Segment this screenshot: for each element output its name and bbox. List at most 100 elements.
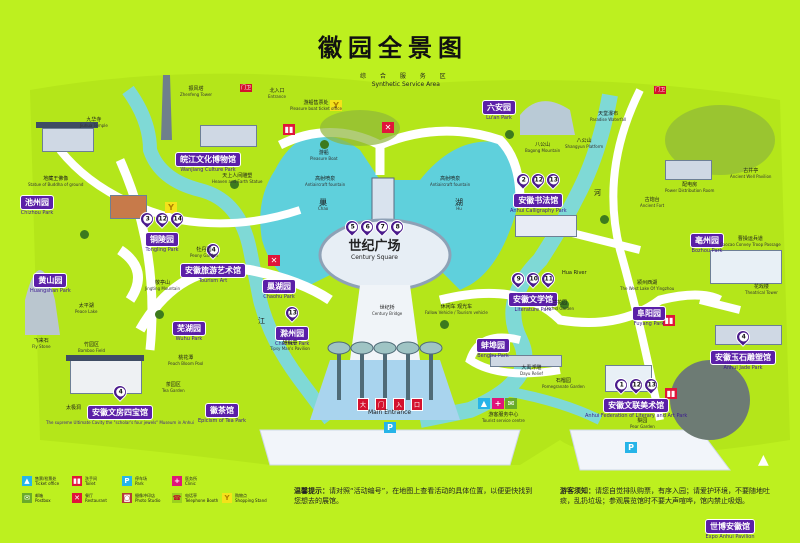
power-room-building xyxy=(665,160,712,180)
century-square[interactable]: 5 6 7 8 世纪广场 Century Square xyxy=(342,217,407,261)
clinic-icon[interactable]: + xyxy=(492,398,504,409)
event-pin[interactable]: 13 xyxy=(641,375,662,395)
toilet-icon[interactable]: ▮▮ xyxy=(283,124,295,135)
river-left xyxy=(122,85,336,425)
wanjiang-museum-building xyxy=(200,125,257,147)
map-title: 徽园全景图 xyxy=(318,33,468,62)
rules-text: 请您自觉排队购票，有序入园；请爱护环境，不要随地吐痰，乱扔垃圾；参观展览馆时不要… xyxy=(560,487,770,505)
event-pin[interactable]: 8 xyxy=(387,217,407,237)
century-square-en: Century Square xyxy=(351,254,398,261)
shopping-icon: Y xyxy=(222,493,232,503)
ticket-icon[interactable]: ▲ xyxy=(478,398,490,409)
landmark-taiji-cave[interactable]: 太极洞 xyxy=(66,405,82,411)
event-pin[interactable]: 11 xyxy=(538,269,558,289)
event-pin[interactable]: 4 xyxy=(110,382,130,402)
entrance-char: 大 xyxy=(357,398,370,411)
parking-icon[interactable]: P xyxy=(625,442,637,453)
event-pin[interactable]: 13 xyxy=(282,303,303,323)
telephone-icon: ☎ xyxy=(172,493,182,503)
landmark-guard-west[interactable]: 门卫 xyxy=(240,84,253,92)
rules-title: 游客须知： xyxy=(560,487,595,495)
main-entrance-gate[interactable]: 大 门 入 口 xyxy=(357,398,424,411)
four-jewels-roof xyxy=(66,355,144,361)
postbox-icon[interactable]: ✉ xyxy=(505,398,517,409)
shopping-icon[interactable]: Y xyxy=(330,100,342,111)
shopping-icon[interactable]: Y xyxy=(165,202,177,213)
landmark-guard-east[interactable]: 门卫 xyxy=(654,86,667,94)
restaurant-icon[interactable]: ✕ xyxy=(382,122,394,133)
clinic-icon: + xyxy=(172,476,182,486)
parking-icon[interactable]: P xyxy=(384,422,396,433)
tip-notice: 温馨提示：请对照“活动编号”，在地图上查看活动的具体位置，以便更快找到您想去的展… xyxy=(294,486,534,506)
toilet-icon[interactable]: ▮▮ xyxy=(665,388,677,399)
event-pin[interactable]: 13 xyxy=(543,170,564,190)
toilet-icon[interactable]: ▮▮ xyxy=(663,315,675,326)
event-pin[interactable]: 14 xyxy=(167,209,187,229)
entrance-char: 门 xyxy=(375,398,388,411)
restaurant-icon[interactable]: ✕ xyxy=(268,255,280,266)
event-pin[interactable]: 4 xyxy=(733,327,753,347)
tree xyxy=(440,320,449,329)
camera-icon: ◙ xyxy=(122,493,132,503)
